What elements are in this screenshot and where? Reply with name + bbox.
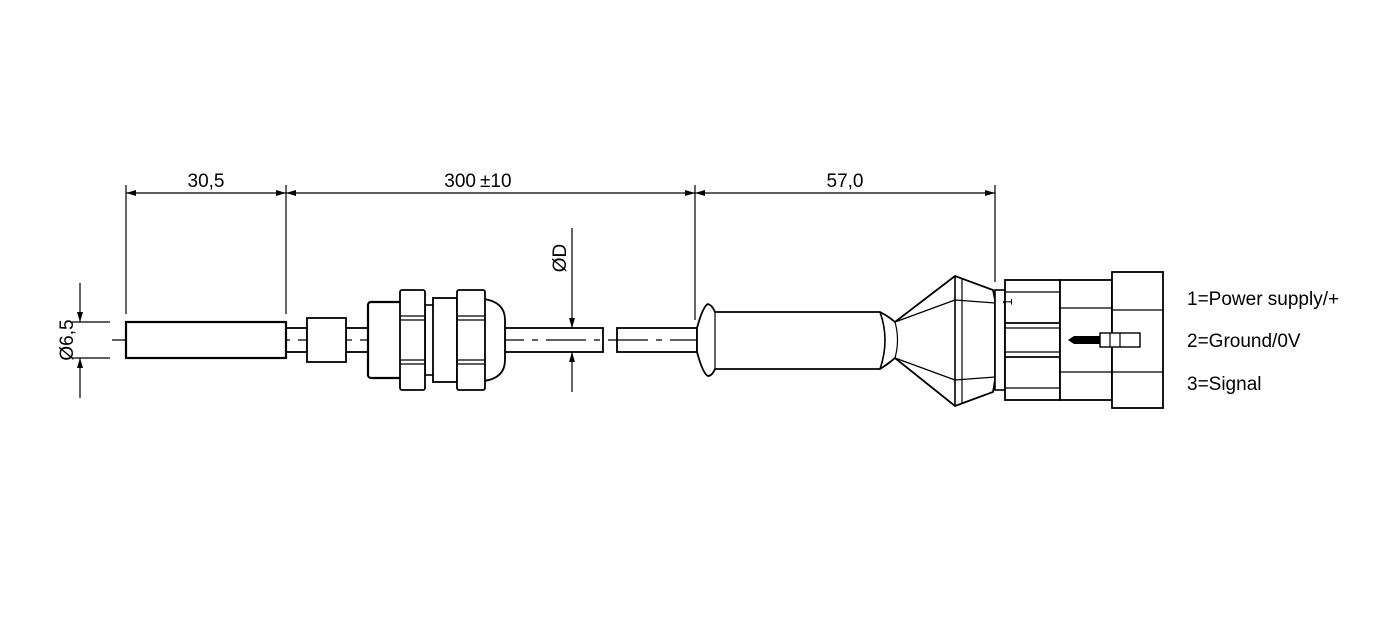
cable-gland	[366, 289, 506, 391]
dimension-cable-diameter: ØD	[550, 228, 575, 392]
pin-2-label: 2=Ground/0V	[1187, 331, 1301, 352]
dimension-label: Ø6,5	[57, 319, 78, 360]
extension-lines	[125, 185, 996, 320]
pin	[1068, 332, 1141, 348]
dimension-label: 30,5	[188, 171, 225, 192]
dimension-label: ØD	[550, 244, 571, 273]
pin-assignment-legend: 1=Power supply/+ 2=Ground/0V 3=Signal	[1187, 289, 1339, 395]
connector-body	[696, 274, 996, 408]
dimension-label: 57,0	[827, 171, 864, 192]
pin-3-label: 3=Signal	[1187, 374, 1261, 395]
dimension-probe-diameter: Ø6,5	[57, 283, 110, 398]
dimension-cable-length: 300 ±10	[286, 171, 695, 196]
pin-1-label: 1=Power supply/+	[1187, 289, 1339, 310]
tolerance-label: ±10	[480, 171, 512, 192]
sleeve	[306, 317, 347, 363]
dimension-label: 300	[444, 171, 476, 192]
probe-tip	[124, 320, 288, 360]
dimension-connector-length: 57,0	[695, 171, 995, 196]
dimension-probe-length: 30,5	[126, 171, 286, 196]
pin-marking: 1	[1000, 298, 1015, 305]
